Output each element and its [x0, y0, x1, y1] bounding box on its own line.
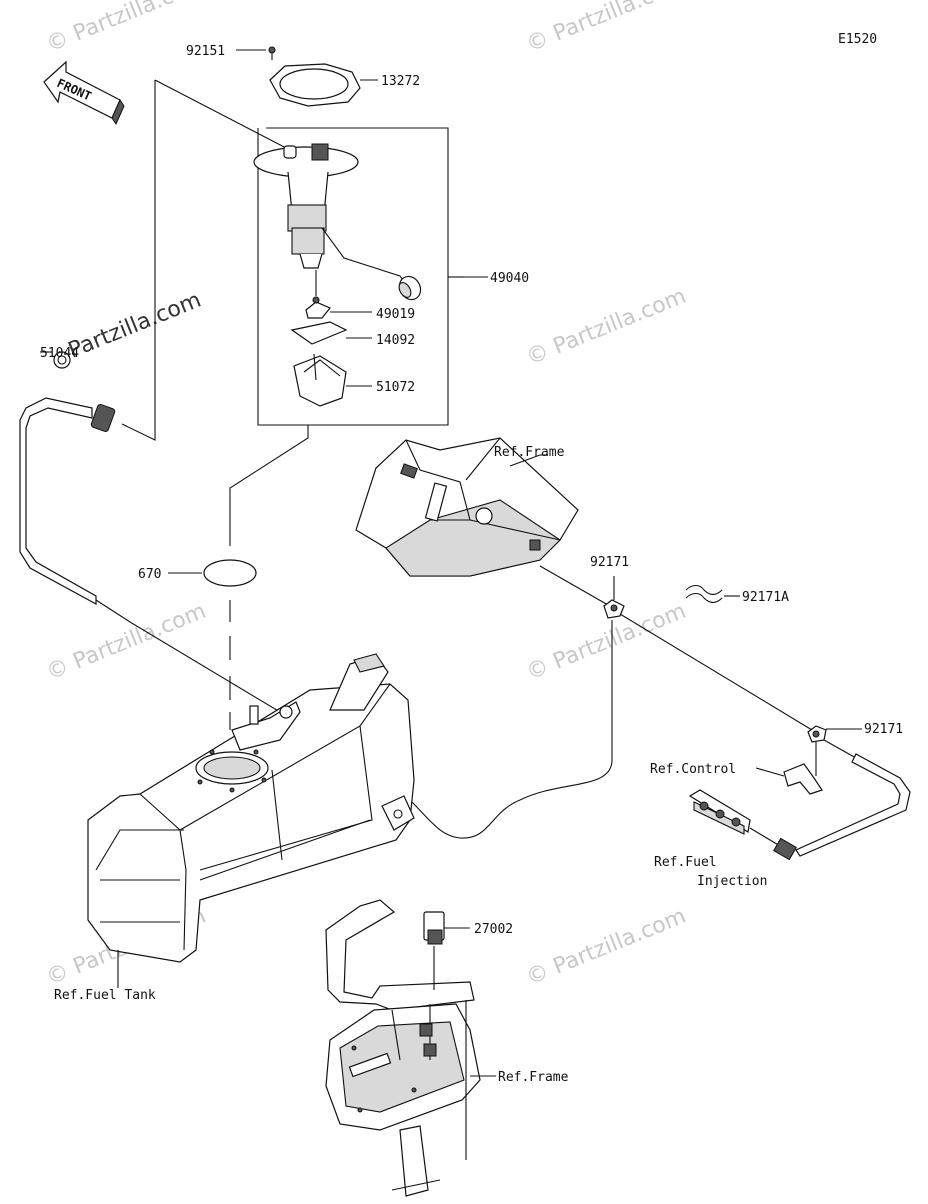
callout-670: 670	[138, 567, 161, 582]
o-ring	[203, 559, 257, 587]
ref-fuel-injection-line1: Ref.Fuel	[654, 855, 717, 870]
cover-plate	[290, 321, 348, 345]
clamp-92171-top	[603, 599, 625, 619]
pump-cup	[293, 353, 347, 407]
fuel-pump-assembly	[154, 46, 488, 426]
clamp-92171A	[685, 584, 723, 604]
ref-fuel-injection-line2: Injection	[697, 874, 767, 889]
watermark: © Partzilla.com	[43, 0, 210, 58]
watermark: © Partzilla.com	[523, 284, 690, 371]
callout-92171-right: 92171	[864, 722, 903, 737]
callout-92171-top: 92171	[590, 555, 629, 570]
callout-13272: 13272	[381, 74, 420, 89]
diagram-code: E1520	[838, 32, 877, 47]
watermark: © Partzilla.com	[523, 904, 690, 991]
callout-51044: 51044	[40, 346, 79, 361]
fuel-hose-assembly	[19, 80, 301, 725]
ref-fuel-tank: Ref.Fuel Tank	[54, 988, 156, 1003]
front-arrow-icon: FRONT	[43, 60, 125, 126]
frame-top	[355, 437, 579, 577]
relay-27002	[423, 911, 445, 990]
callout-49019: 49019	[376, 307, 415, 322]
callout-14092: 14092	[376, 333, 415, 348]
fuel-pump	[253, 143, 422, 301]
control-bracket	[783, 742, 823, 795]
watermark: © Partzilla.com	[523, 0, 690, 58]
clamp-92171-right	[807, 725, 827, 743]
partzilla-watermark: Partzilla.com	[65, 288, 205, 364]
callout-49040: 49040	[490, 271, 529, 286]
ref-frame-bottom: Ref.Frame	[498, 1070, 569, 1085]
fuel-tank	[87, 653, 415, 963]
frame-bottom	[325, 899, 481, 1197]
ref-control: Ref.Control	[650, 762, 736, 777]
ref-frame-top: Ref.Frame	[494, 445, 565, 460]
fuel-filter	[305, 270, 331, 319]
retainer-plate	[269, 63, 361, 107]
callout-51072: 51072	[376, 380, 415, 395]
watermark: © Partzilla.com	[43, 599, 210, 686]
callout-92151: 92151	[186, 44, 225, 59]
fuel-injection-rail	[688, 789, 797, 861]
callout-92171A: 92171A	[742, 590, 789, 605]
callout-27002: 27002	[474, 922, 513, 937]
